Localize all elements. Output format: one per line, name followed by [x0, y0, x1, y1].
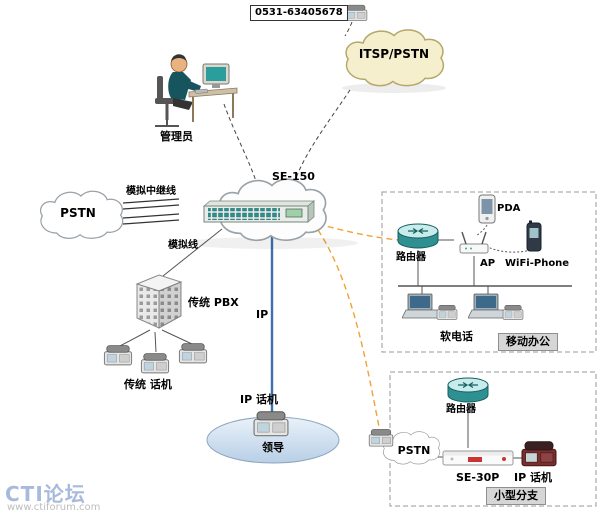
line-se150-to-pbx	[162, 228, 223, 277]
branch-router-label: 路由器	[446, 404, 476, 415]
itsp-cloud-label: ITSP/PSTN	[358, 47, 430, 61]
mobile-office-router-icon	[397, 223, 439, 249]
ip-phone-label: IP 话机	[240, 393, 278, 406]
branch-pstn-phone-icon	[368, 429, 394, 447]
pda-label: PDA	[497, 203, 521, 214]
hotline-phone-icon	[344, 4, 368, 21]
softphone-label: 软电话	[440, 330, 473, 343]
traditional-phone1-icon	[103, 345, 133, 366]
line-wifiphone-to-ap	[487, 246, 532, 253]
line-se150-to-branch	[317, 229, 381, 433]
pbx-label: 传统 PBX	[188, 296, 239, 309]
analog-trunk-lines	[122, 198, 180, 225]
analog-trunk-label: 模拟中继线	[126, 186, 176, 197]
admin-workstation-icon	[153, 52, 239, 128]
itsp-cloud-shadow	[342, 83, 446, 93]
line-pbx-to-phone2	[154, 331, 157, 353]
leader-ip-phone-icon	[253, 411, 289, 437]
ap-icon	[459, 231, 489, 254]
se150-label: SE-150	[272, 170, 315, 183]
ap-label: AP	[480, 258, 496, 269]
line-admin-to-se150	[223, 103, 257, 182]
mobile-office-box	[381, 191, 597, 353]
line-se150-to-mobile-office	[317, 223, 399, 241]
ip-line-label: IP	[254, 308, 271, 322]
se150-device-icon	[203, 200, 315, 223]
analog-line-label: 模拟线	[168, 240, 198, 251]
softphone-handset2-icon	[502, 304, 524, 320]
leader-label: 领导	[262, 441, 284, 454]
pda-icon	[478, 194, 496, 224]
softphone-handset1-icon	[436, 304, 458, 320]
branch-ip-phone-label: IP 话机	[514, 471, 552, 484]
traditional-phone3-icon	[178, 343, 208, 364]
line-itsp-to-se150	[294, 89, 351, 182]
wifi-phone-icon	[526, 220, 542, 252]
wifi-phone-label: WiFi-Phone	[505, 258, 570, 269]
line-pda-to-ap	[475, 224, 488, 237]
traditional-phone2-icon	[140, 353, 170, 374]
line-pbx-to-phone3	[161, 329, 193, 345]
branch-pstn-label: PSTN	[397, 444, 431, 457]
watermark-title: CTI论坛	[5, 482, 86, 506]
se30p-device-icon	[442, 450, 514, 466]
line-phone-to-itsp	[344, 21, 353, 37]
mobile-office-tag: 移动办公	[498, 333, 558, 352]
softphone-laptop2-icon	[468, 293, 508, 319]
line-pbx-to-phone1	[119, 329, 151, 347]
branch-ip-phone-icon	[521, 441, 557, 467]
se30p-label: SE-30P	[456, 471, 500, 484]
traditional-phones-label: 传统 话机	[124, 378, 172, 391]
central-cloud-shadow	[186, 237, 358, 249]
softphone-laptop1-icon	[402, 293, 442, 319]
branch-router-icon	[447, 377, 489, 403]
watermark-url: www.ctiforum.com	[7, 502, 101, 513]
admin-label: 管理员	[160, 130, 193, 143]
branch-tag: 小型分支	[486, 487, 546, 506]
hotline-number-label: 0531-63405678	[250, 5, 348, 21]
mobile-office-router-label: 路由器	[396, 252, 426, 263]
pstn-cloud-label: PSTN	[60, 206, 96, 220]
pbx-icon	[136, 274, 182, 329]
